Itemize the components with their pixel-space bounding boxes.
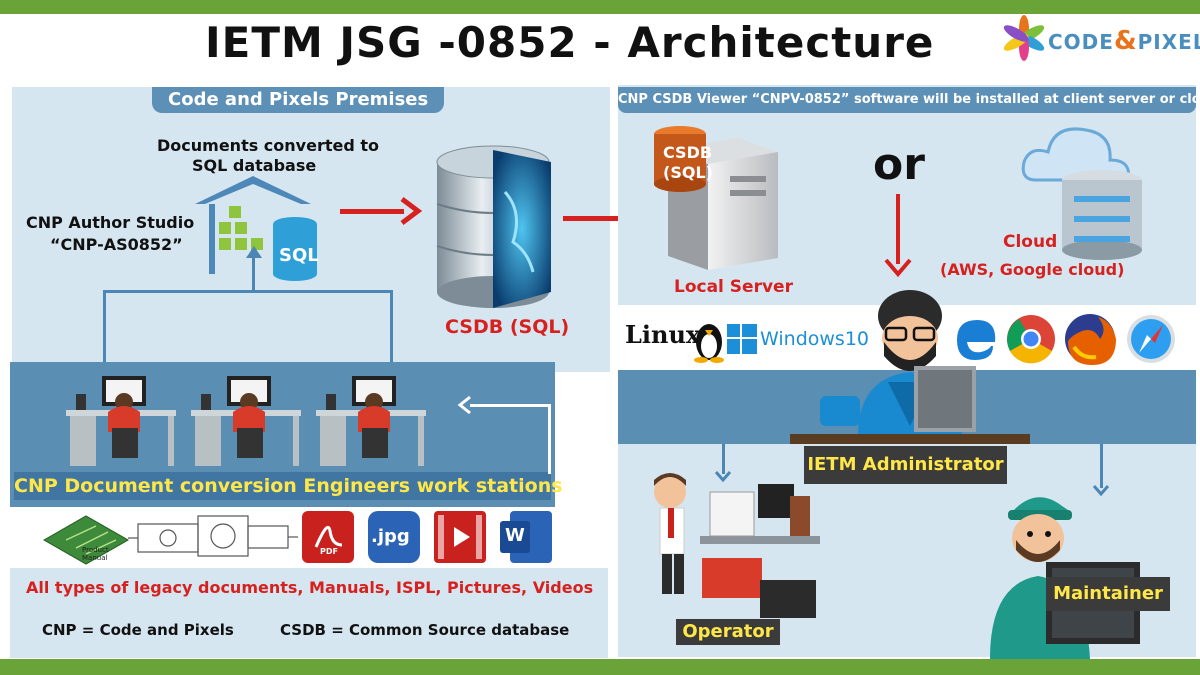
connector-horizontal (103, 290, 393, 293)
arrow-down-icon (884, 258, 912, 278)
csdb-database-icon (436, 145, 551, 308)
connector-vertical-up (252, 256, 255, 292)
video-icon (434, 511, 486, 563)
local-server-label: Local Server (674, 277, 793, 297)
arrow-left-icon (457, 395, 471, 415)
connector-right-drop (390, 290, 393, 370)
up-arrow-icon (246, 246, 262, 258)
engine-drawing-icon (128, 515, 298, 557)
edge-browser-icon (957, 320, 996, 360)
engineers-workstations (66, 376, 426, 466)
linux-label: Linux (625, 320, 701, 349)
legend-csdb: CSDB = Common Source database (280, 621, 570, 639)
admin-label: IETM Administrator (804, 446, 1007, 484)
maintainer-figure (990, 497, 1140, 659)
cloud-label-line1: Cloud (1003, 232, 1058, 252)
legacy-docs-text: All types of legacy documents, Manuals, … (26, 578, 594, 597)
cloud-label-line2: (AWS, Google cloud) (940, 260, 1125, 279)
firefox-browser-icon (1065, 314, 1116, 365)
logo-text: CODE&PIXELS (1048, 26, 1200, 56)
word-icon (500, 511, 552, 563)
pdf-icon (302, 511, 354, 563)
jpg-icon (368, 511, 420, 563)
windows-label: Windows10 (760, 328, 869, 350)
admin-desk (790, 434, 1030, 444)
safari-browser-icon (1127, 315, 1175, 363)
connector-left-drop (103, 290, 106, 370)
brand-logo: CODE&PIXELS (1000, 14, 1200, 64)
or-text: or (873, 139, 925, 190)
chrome-browser-icon (1007, 315, 1055, 364)
tux-penguin-icon (694, 324, 724, 363)
server-badge-line1: CSDB (663, 143, 713, 162)
arrow-right-icon (400, 197, 423, 225)
down-line-operator (722, 444, 725, 474)
docs-converted-line1: Documents converted to (157, 136, 380, 155)
down-line-maintainer (1100, 444, 1103, 488)
pdf-label: PDF (320, 547, 338, 556)
arrow-down-line (896, 194, 900, 264)
maintainer-label: Maintainer (1046, 577, 1170, 611)
bottom-bar (0, 659, 1200, 675)
jpg-label: .jpg (371, 526, 410, 547)
cloud-database-icon (1021, 127, 1142, 260)
arrow-to-csdb (340, 209, 404, 214)
warehouse-sql-icon (195, 176, 317, 281)
return-arrow-vertical (548, 404, 551, 474)
page-title: IETM JSG -0852 - Architecture (205, 18, 935, 67)
pinwheel-icon (1003, 15, 1045, 61)
sql-badge: SQL (279, 245, 319, 266)
top-bar (0, 0, 1200, 14)
return-arrow-line (470, 404, 550, 407)
down-arrow-maintainer-icon (1092, 485, 1110, 497)
operator-figure (654, 473, 820, 618)
arrow-to-server (563, 216, 649, 221)
circuit-board-icon (42, 515, 130, 565)
legacy-docs-box (10, 568, 608, 658)
word-letter: W (505, 525, 525, 546)
windows-logo-icon (727, 324, 757, 354)
client-header: CNP CSDB Viewer “CNPV-0852” software wil… (618, 87, 1200, 113)
docs-converted-line2: SQL database (192, 156, 317, 175)
author-studio-line1: CNP Author Studio (26, 213, 195, 232)
author-studio-line2: “CNP-AS0852” (50, 235, 183, 254)
premises-tab: Code and Pixels Premises (152, 87, 445, 113)
ietm-administrator-figure (820, 290, 976, 436)
local-server-icon (654, 126, 778, 270)
down-arrow-operator-icon (714, 471, 732, 483)
operator-label: Operator (676, 619, 780, 645)
product-manual-label: Product Manual (82, 546, 109, 562)
engineers-bar: CNP Document conversion Engineers work s… (14, 472, 563, 500)
server-badge-line2: (SQL) (663, 163, 713, 182)
legend-cnp: CNP = Code and Pixels (42, 621, 234, 639)
csdb-label: CSDB (SQL) (445, 316, 570, 338)
